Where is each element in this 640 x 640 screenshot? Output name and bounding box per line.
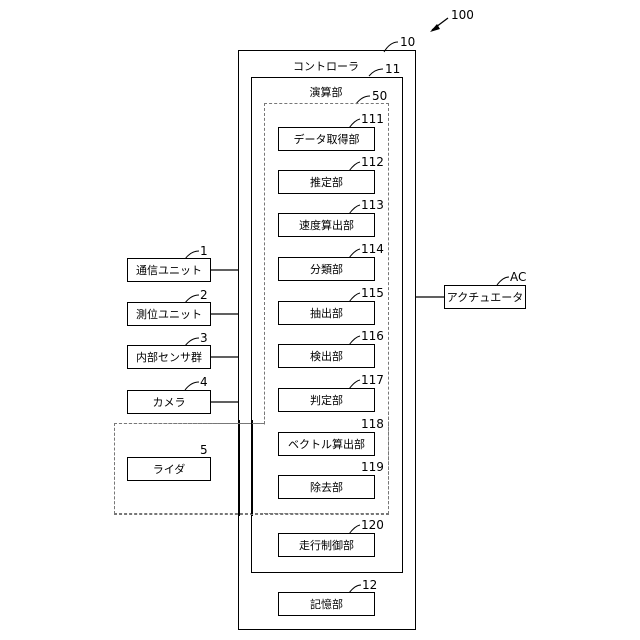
input-label: 通信ユニット <box>136 262 202 278</box>
module-vector-calc: ベクトル算出部 <box>278 432 375 456</box>
module-label: 速度算出部 <box>299 217 354 233</box>
module-estimation: 推定部 <box>278 170 375 194</box>
input-ref: 2 <box>200 288 208 302</box>
input-lidar: ライダ <box>127 457 211 481</box>
module-classification: 分類部 <box>278 257 375 281</box>
module-extraction: 抽出部 <box>278 301 375 325</box>
module-ref: 112 <box>361 155 384 169</box>
dashed-left-side <box>114 423 115 514</box>
module-ref: 117 <box>361 373 384 387</box>
module-label: 検出部 <box>310 348 343 364</box>
program-group-ref: 50 <box>372 89 387 103</box>
dashed-bottom <box>114 514 389 515</box>
storage-ref: 12 <box>362 578 377 592</box>
travel-control-box: 走行制御部 <box>278 533 375 557</box>
module-label: 分類部 <box>310 261 343 277</box>
module-label: 判定部 <box>310 392 343 408</box>
actuator-label: アクチュエータ <box>447 289 523 305</box>
dashed-left-vertical-2 <box>388 412 389 514</box>
input-ref: 4 <box>200 375 208 389</box>
module-label: ベクトル算出部 <box>288 436 365 452</box>
module-judgment: 判定部 <box>278 388 375 412</box>
module-detection: 検出部 <box>278 344 375 368</box>
calc-unit-frame-left-edge <box>251 420 253 516</box>
leader-4 <box>185 382 199 390</box>
input-internal-sensors: 内部センサ群 <box>127 345 211 369</box>
controller-frame-left-edge <box>238 420 240 516</box>
module-ref: 114 <box>361 242 384 256</box>
input-positioning-unit: 測位ユニット <box>127 302 211 326</box>
input-label: ライダ <box>153 461 186 477</box>
leader-ac <box>497 277 509 285</box>
module-speed-calc: 速度算出部 <box>278 213 375 237</box>
module-label: 抽出部 <box>310 305 343 321</box>
controller-label: コントローラ <box>293 58 359 74</box>
controller-ref: 10 <box>400 35 415 49</box>
module-label: データ取得部 <box>294 131 360 147</box>
input-label: カメラ <box>153 394 186 410</box>
module-ref: 119 <box>361 460 384 474</box>
input-ref: 3 <box>200 331 208 345</box>
module-ref: 116 <box>361 329 384 343</box>
module-ref: 111 <box>361 112 384 126</box>
module-data-acquisition: データ取得部 <box>278 127 375 151</box>
input-camera: カメラ <box>127 390 211 414</box>
input-label: 内部センサ群 <box>136 349 202 365</box>
figure-ref: 100 <box>451 8 474 22</box>
storage-box: 記憶部 <box>278 592 375 616</box>
travel-control-label: 走行制御部 <box>299 537 354 553</box>
input-communication-unit: 通信ユニット <box>127 258 211 282</box>
module-removal: 除去部 <box>278 475 375 499</box>
storage-label: 記憶部 <box>310 596 343 612</box>
travel-control-ref: 120 <box>361 518 384 532</box>
dashed-mask <box>238 423 251 514</box>
module-ref: 115 <box>361 286 384 300</box>
module-ref: 113 <box>361 198 384 212</box>
module-label: 推定部 <box>310 174 343 190</box>
module-ref: 118 <box>361 417 384 431</box>
module-label: 除去部 <box>310 479 343 495</box>
actuator-ref: AC <box>510 270 526 284</box>
input-label: 測位ユニット <box>136 306 202 322</box>
input-ref: 1 <box>200 244 208 258</box>
input-ref: 5 <box>200 443 208 457</box>
actuator-box: アクチュエータ <box>444 285 526 309</box>
calc-unit-label: 演算部 <box>310 84 343 100</box>
dashed-top-left <box>114 423 265 424</box>
calc-unit-ref: 11 <box>385 62 400 76</box>
